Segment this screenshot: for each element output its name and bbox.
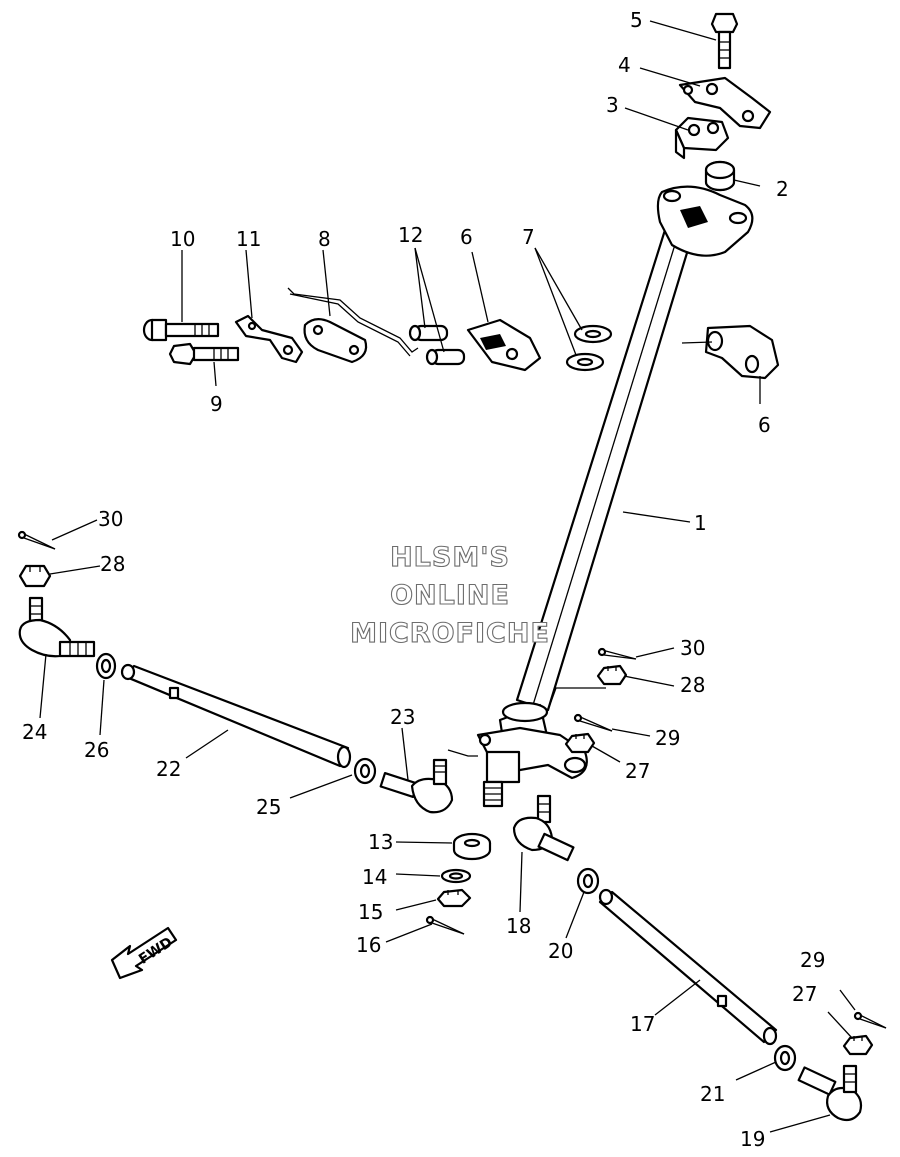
leader-lines — [39, 20, 856, 1133]
callout-10: 10 — [170, 227, 195, 251]
holder-6-right — [704, 324, 780, 380]
watermark-line-2: ONLINE — [390, 580, 510, 611]
callout-3: 3 — [606, 93, 619, 117]
callout-28-left: 28 — [100, 552, 125, 576]
callout-18: 18 — [506, 914, 531, 938]
column-lower-flange — [476, 726, 588, 808]
callout-14: 14 — [362, 865, 387, 889]
castle-nut-28-right — [596, 664, 628, 686]
washer-13 — [452, 832, 492, 861]
callout-26: 26 — [84, 738, 109, 762]
callout-22: 22 — [156, 757, 181, 781]
callout-23: 23 — [390, 705, 415, 729]
watermark-line-3: MICROFICHE — [350, 618, 550, 649]
callout-29-upper: 29 — [655, 726, 680, 750]
callout-1: 1 — [694, 511, 707, 535]
cotter-pin-30-right — [597, 647, 637, 660]
tie-rod-end-19 — [797, 1064, 863, 1122]
callout-13: 13 — [368, 830, 393, 854]
plate-4 — [678, 76, 772, 130]
tie-rod-end-24 — [18, 596, 96, 658]
cotter-pin-30-left — [17, 530, 56, 550]
callout-21: 21 — [700, 1082, 725, 1106]
nut-20 — [576, 867, 600, 895]
callout-15: 15 — [358, 900, 383, 924]
collar-12 — [408, 324, 466, 366]
callout-12: 12 — [398, 223, 423, 247]
callout-4: 4 — [618, 53, 631, 77]
callout-11: 11 — [236, 227, 261, 251]
cotter-pin-29-upper — [573, 713, 613, 732]
holder-6-left — [466, 318, 542, 372]
nut-25 — [353, 757, 377, 785]
tie-rod-22 — [120, 663, 352, 769]
tie-rod-end-23 — [379, 758, 454, 814]
castle-nut-28-left — [18, 564, 52, 588]
bushing-2 — [704, 160, 736, 192]
column-upper-bracket — [656, 185, 754, 257]
bolt-9 — [168, 342, 240, 366]
fwd-arrow-icon: FWD — [110, 926, 178, 980]
callout-8: 8 — [318, 227, 331, 251]
castle-nut-27-upper — [564, 732, 596, 754]
callout-25: 25 — [256, 795, 281, 819]
cotter-pin-29-lower — [853, 1011, 887, 1029]
callout-29-lower: 29 — [800, 948, 825, 972]
tie-rod-end-18 — [512, 794, 575, 862]
callout-9: 9 — [210, 392, 223, 416]
steering-shaft — [498, 228, 692, 754]
callout-30-right: 30 — [680, 636, 705, 660]
callout-16: 16 — [356, 933, 381, 957]
bracket-11 — [234, 314, 304, 364]
callout-7: 7 — [522, 225, 535, 249]
watermark: HLSM'S ONLINE MICROFICHE — [350, 541, 550, 649]
callout-5: 5 — [630, 8, 643, 32]
callout-30-left: 30 — [98, 507, 123, 531]
callout-27-upper: 27 — [625, 759, 650, 783]
callout-27-lower: 27 — [792, 982, 817, 1006]
callout-6-left: 6 — [460, 225, 473, 249]
callout-20: 20 — [548, 939, 573, 963]
callout-19: 19 — [740, 1127, 765, 1151]
callout-2: 2 — [776, 177, 789, 201]
callout-17: 17 — [630, 1012, 655, 1036]
callout-labels: 5 4 3 2 10 11 8 12 6 7 9 6 1 30 28 30 28… — [22, 8, 825, 1151]
washer-14 — [440, 868, 472, 884]
nut-15 — [436, 888, 472, 908]
tie-rod-17 — [598, 888, 778, 1046]
holder-3 — [674, 116, 730, 160]
nut-21 — [773, 1044, 797, 1072]
cotter-pin-16 — [425, 915, 465, 935]
watermark-line-1: HLSM'S — [390, 542, 510, 573]
bolt-10 — [142, 318, 220, 342]
castle-nut-27-lower — [842, 1034, 874, 1056]
callout-28-right: 28 — [680, 673, 705, 697]
callout-24: 24 — [22, 720, 47, 744]
washer-7 — [565, 324, 613, 372]
rod-8 — [287, 287, 419, 364]
callout-6-right: 6 — [758, 413, 771, 437]
bolt-5 — [710, 12, 739, 70]
nut-26 — [95, 652, 117, 680]
